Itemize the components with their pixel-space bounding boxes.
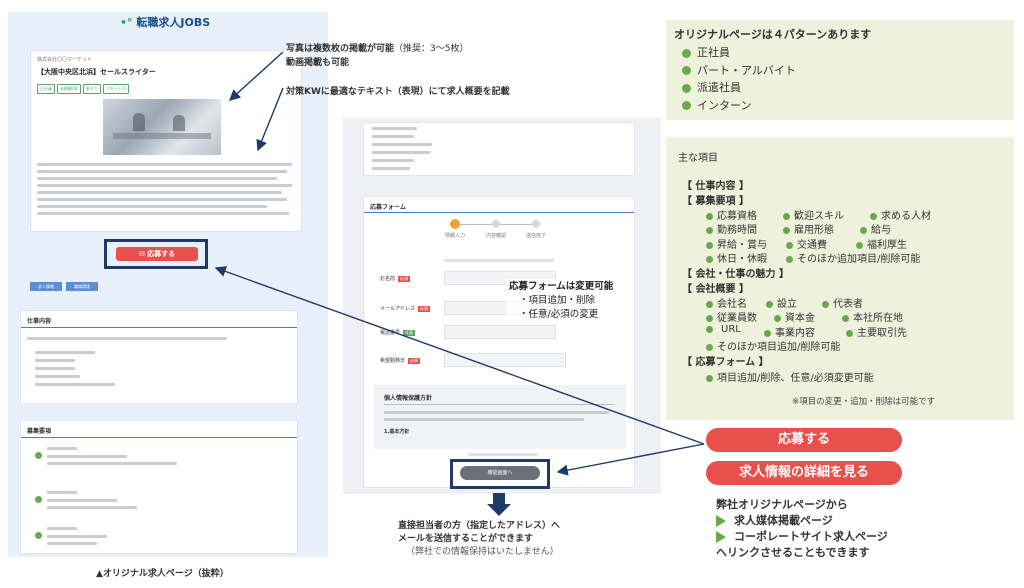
privacy-subheading: 1.基本方針 [384,429,410,435]
field-date-label: 希望勤務日必須 [380,358,421,364]
pattern-item: パート・アルバイト [682,62,796,80]
right-apply-button[interactable]: 応募する [706,428,902,452]
step-3-icon [532,220,540,228]
left-apply-button[interactable]: ✉ 応募する [116,247,198,261]
step-3-label: 送信完了 [526,233,547,239]
link-description: 弊社オリジナルページから 求人媒体掲載ページ コーポレートサイト求人ページ へリ… [716,498,888,559]
job-title: 【大阪中央区北浜】セールスライター [37,68,156,76]
arrow-right-icon [716,515,726,527]
step-2-label: 内容確認 [486,233,507,239]
privacy-box[interactable]: 個人情報保護方針 1.基本方針 [374,385,626,449]
items-box: 主な項目 【 仕事内容 】 【 募集要項 】 応募資格 歓迎スキル 求める人材 … [666,137,1014,420]
bullet-icon [682,48,691,58]
bullet-icon [682,66,691,75]
apply-button-highlight [104,239,208,269]
application-form: 応募フォーム 情報入力 内容確認 送信完了 お名前必須 メールアドレス必須 電話… [363,196,635,488]
photo-annotation: 写真は複数枚の掲載が可能（推奨：3〜5枚） 動画掲載も可能 [286,44,469,68]
patterns-title: オリジナルページは４パターンあります [674,28,872,41]
bullet-icon [682,101,691,110]
date-select[interactable] [444,353,566,367]
office-photo [103,99,221,155]
bullet-icon [682,83,691,93]
site-logo: •° 転職求人JOBS [120,16,211,29]
pattern-item: 派遣社員 [682,79,796,97]
caption-original-page: ▲オリジナル求人ページ（抜粋） [96,569,229,579]
phone-input[interactable] [444,325,556,339]
mail-icon: ✉ [138,250,145,258]
confirm-button[interactable]: 確認画面へ [460,466,540,480]
form-annotation: 応募フォームは変更可能 ・項目追加・削除 ・任意/必須の変更 [506,279,617,323]
items-note: ※項目の変更・追加・削除は可能です [792,397,936,407]
arrow-right-icon [716,531,726,543]
form-top-card [363,122,635,176]
pattern-item: インターン [682,97,796,115]
email-note: 直接担当者の方（指定したアドレス）へ メールを送信することができます （弊社での… [398,521,561,557]
job-details-button[interactable]: 求人情報の詳細を見る [706,461,902,485]
job-content-card: 仕事内容 [20,310,298,404]
tab-workplace[interactable]: 職場環境 [66,282,98,291]
step-1-icon [450,219,460,229]
job-card: 株式会社〇〇マーケット 【大阪中央区北浜】セールスライター 正社員 未経験OK … [30,50,302,232]
field-phone-label: 電話番号任意 [380,330,416,336]
privacy-title: 個人情報保護方針 [384,395,433,402]
patterns-box: オリジナルページは４パターンあります 正社員 パート・アルバイト 派遣社員 イン… [666,20,1014,120]
step-1-label: 情報入力 [445,233,466,239]
requirements-card: 募集要項 [20,420,298,554]
step-2-icon [492,220,500,228]
field-name-label: お名前必須 [380,276,411,282]
items-title: 主な項目 [678,153,718,164]
down-arrow-icon [493,493,505,505]
field-email-label: メールアドレス必須 [380,306,431,312]
tab-job-info[interactable]: 求人情報 [30,282,62,291]
confirm-button-highlight [450,459,550,489]
pattern-item: 正社員 [682,44,796,62]
logo-dots-icon: •° [120,16,133,29]
seo-annotation: 対策KWに最適なテキスト（表現）にて求人概要を記載 [286,87,510,97]
